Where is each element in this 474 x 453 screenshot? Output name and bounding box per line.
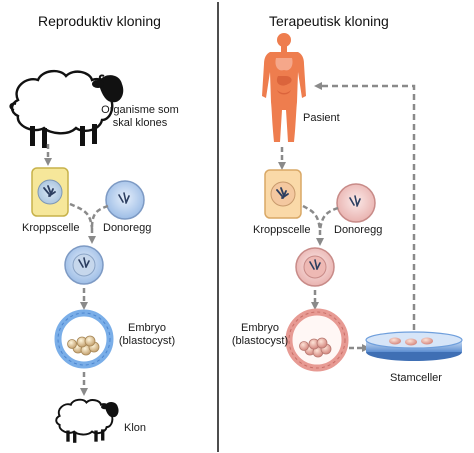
label-donor-egg-left: Donoregg [103,222,152,234]
label-organism: Organisme som skal klones [100,104,180,130]
petri-dish-icon [365,331,463,361]
label-donor-egg-right: Donoregg [334,224,383,236]
label-embryo-right: Embryo (blastocyst) [225,322,295,348]
fused-egg-left [64,245,104,285]
label-stem-cells: Stamceller [390,372,442,384]
label-embryo-right-line1: Embryo [241,322,279,334]
sheep-clone-icon [55,398,119,443]
donor-egg-left [105,180,145,220]
fused-egg-right [295,247,335,287]
donor-egg-right [336,183,376,223]
body-cell-right [264,169,302,219]
label-body-cell-left: Kroppscelle [22,222,80,234]
body-cell-left [31,167,69,217]
embryo-left [54,309,114,369]
embryo-right [285,308,349,372]
arrow-cell-to-fusion [69,202,94,229]
label-embryo-right-line2: (blastocyst) [231,335,289,347]
human-body-icon [262,33,306,142]
label-embryo-left-line2: (blastocyst) [118,335,176,347]
arrow-dish-to-patient [314,82,416,330]
label-body-cell-right: Kroppscelle [253,224,311,236]
label-organism-line1: Organisme som [101,104,179,116]
arrow-egg-to-fusion-right [318,206,339,231]
title-reproductive: Reproduktiv kloning [38,13,161,29]
arrow-egg-to-fusion [90,204,109,229]
title-therapeutic: Terapeutisk kloning [269,13,389,29]
label-embryo-left-line1: Embryo [128,322,166,334]
label-clone: Klon [124,422,147,434]
label-embryo-left: Embryo (blastocyst) [112,322,182,348]
label-organism-line2: skal klones [112,117,168,129]
label-patient: Pasient [303,112,340,124]
chromosome-icon [43,185,56,197]
sheep-icon [9,69,124,148]
